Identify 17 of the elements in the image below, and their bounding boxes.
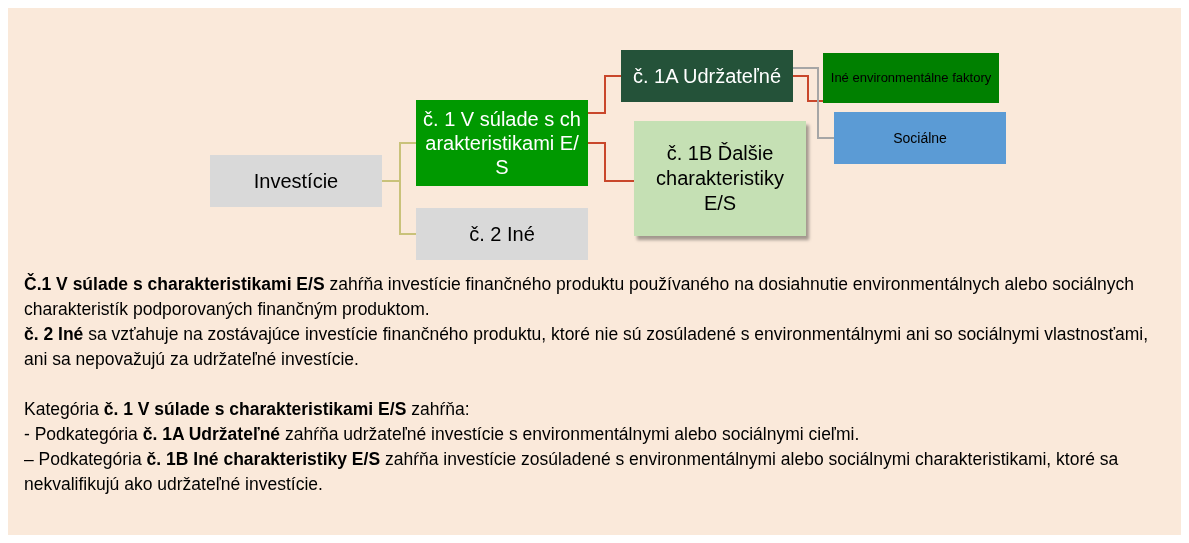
connector-line [792, 67, 835, 139]
category-box: Iné environmentálne faktory [823, 53, 999, 103]
description-paragraph: – Podkategória č. 1B Iné charakteristiky E/S zahŕňa investície zosúladené s environmentálnymi alebo sociálnymi charakteristikami, ktoré sa nekvalifikujú ako udržateľné investície. [24, 448, 1120, 496]
description-paragraph: - Podkategória č. 1A Udržateľné zahŕňa udržateľné investície s environmentálnymi alebo sociálnymi cieľmi. [24, 423, 861, 446]
connector-line [792, 75, 824, 102]
description-paragraph: č. 2 Iné sa vzťahuje na zostávajúce investície finančného produktu, ktoré nie sú zosúladené s environmentálnymi ani so sociálnymi vlastnosťami, ani sa nepovažujú za udržateľné investície. [24, 323, 1149, 371]
category-box: č. 1A Udržateľné [621, 50, 793, 102]
category-box: č. 1B Ďalšie charakteristiky E/S [634, 121, 806, 236]
category-box: Sociálne [834, 112, 1006, 164]
category-box: Investície [210, 155, 382, 207]
description-paragraph: Kategória č. 1 V súlade s charakteristikami E/S zahŕňa: [24, 398, 471, 421]
category-box: č. 2 Iné [416, 208, 588, 260]
description-paragraph: Č.1 V súlade s charakteristikami E/S zahŕňa investície finančného produktu používaného na dosiahnutie environmentálnych alebo sociálnych charakteristík podporovaných finančným produktom. [24, 272, 1135, 321]
connector-line [587, 142, 635, 182]
connector-line [381, 180, 417, 235]
connector-line [587, 75, 622, 114]
category-box: č. 1 V súlade s charakteristikami E/S [416, 100, 588, 186]
